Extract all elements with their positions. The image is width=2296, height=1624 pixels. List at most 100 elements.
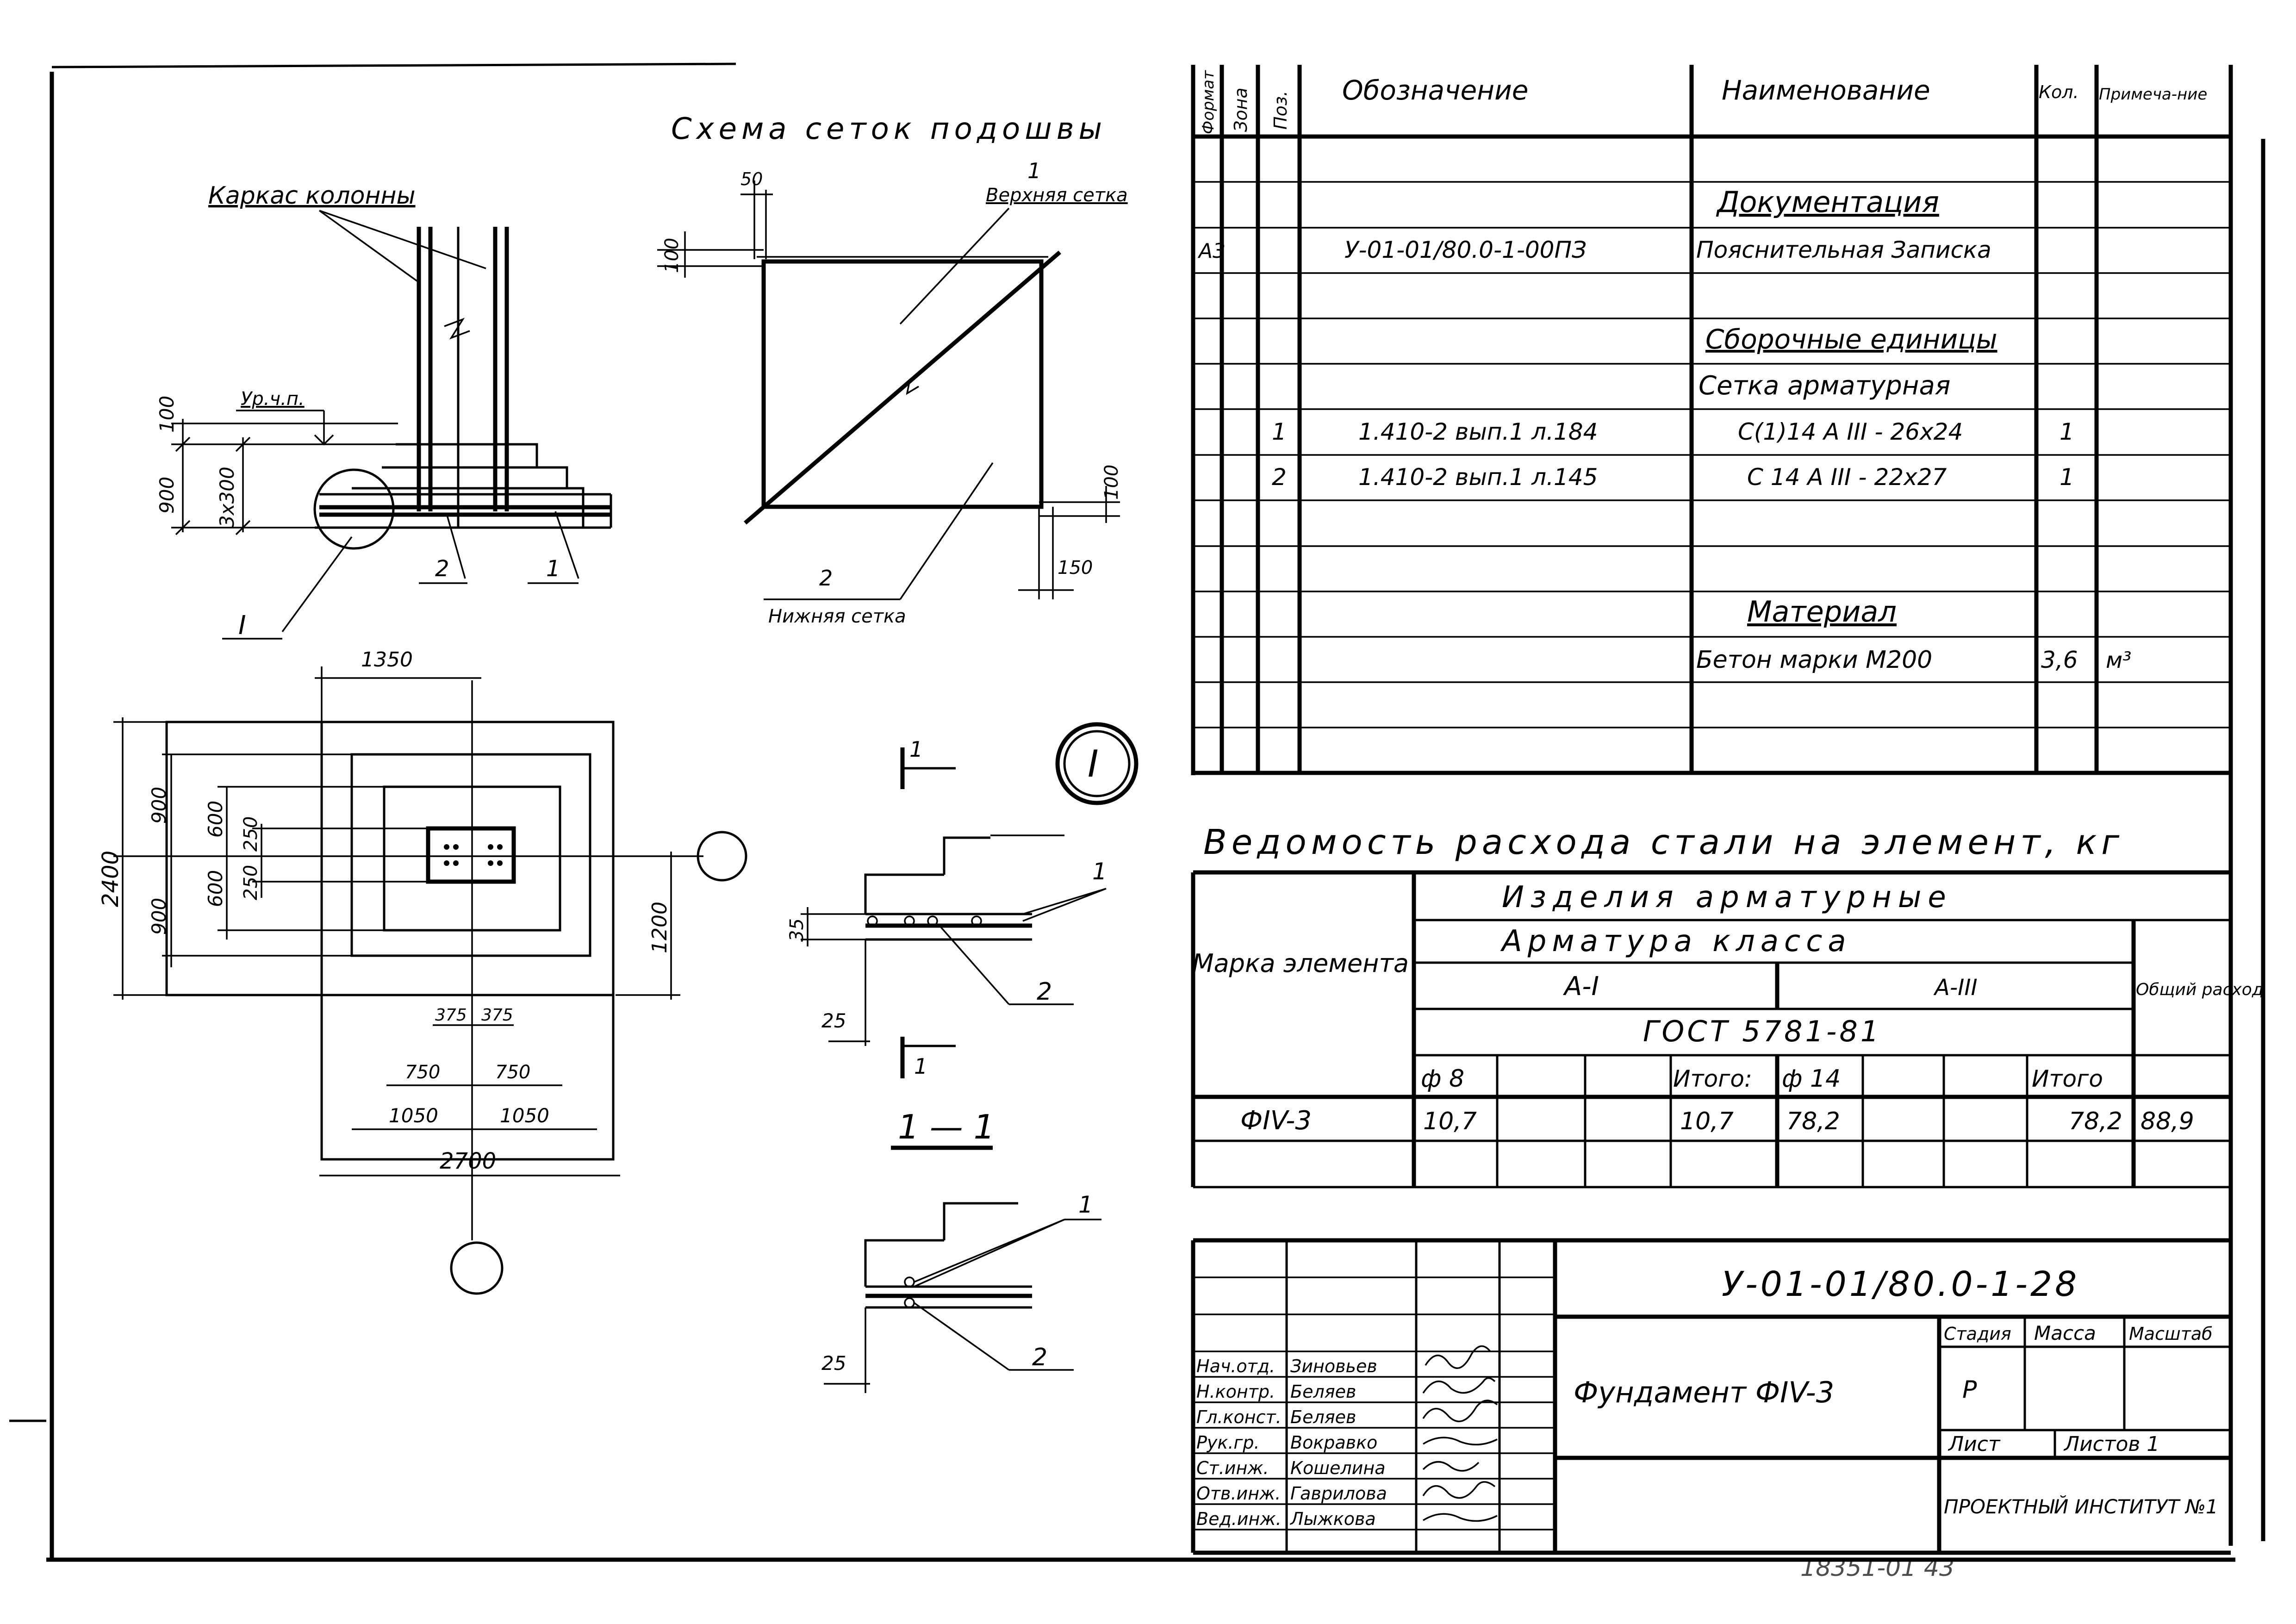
- header-name: Наименование: [1722, 75, 1930, 106]
- steel-class-a1: А-I: [1563, 971, 1599, 1002]
- mass-header: Масса: [2034, 1322, 2096, 1344]
- dim-900: 900: [156, 477, 178, 514]
- detail-pos-2-bottom: 2: [1032, 1344, 1047, 1371]
- steel-table-title: Ведомость расхода стали на элемент, кг: [1203, 822, 2124, 862]
- role-label: Вед.инж.: [1196, 1509, 1282, 1529]
- section-mark-bottom: 1: [914, 1054, 927, 1079]
- steel-row-v14: 78,2: [1786, 1108, 1840, 1135]
- spec-row-designation: 1.410-2 вып.1 л.145: [1358, 464, 1598, 491]
- role-label: Гл.конст.: [1196, 1407, 1282, 1427]
- header-zone: Зона: [1231, 87, 1251, 132]
- role-label: Отв.инж.: [1196, 1483, 1281, 1504]
- steel-gost: ГОСТ 5781-81: [1643, 1014, 1881, 1048]
- signatures: [1422, 1345, 1498, 1522]
- dim-600-bottom: 600: [204, 870, 227, 907]
- mesh-number-2: 2: [819, 566, 833, 591]
- dim-750-left: 750: [405, 1062, 440, 1083]
- person-name: Вокравко: [1290, 1432, 1377, 1453]
- steel-row-mark: ФIV-3: [1240, 1106, 1312, 1136]
- sheet-label: Лист: [1948, 1432, 2001, 1456]
- upper-mesh-label: Верхняя сетка: [986, 185, 1128, 206]
- section-title: 1 — 1: [898, 1108, 995, 1146]
- foundation-plan: 1350 2400 900 900 600 600 250 250 1200 3…: [98, 648, 747, 1295]
- title-block: У-01-01/80.0-1-28 Фундамент ФIV-3 Стадия…: [1191, 1238, 2231, 1555]
- signature-roles: Нач.отд. Зиновьев Н.контр. Беляев Гл.кон…: [1196, 1356, 1387, 1529]
- dim-50: 50: [740, 169, 763, 189]
- spec-row-designation: У-01-01/80.0-1-00ПЗ: [1344, 236, 1587, 263]
- steel-total-header: Общий расход: [2136, 980, 2264, 999]
- spec-row-name: Бетон марки М200: [1696, 646, 1932, 674]
- floor-level-label: Ур.ч.п.: [241, 388, 305, 410]
- dim-25-top: 25: [821, 1009, 846, 1032]
- dim-25-bottom: 25: [821, 1352, 846, 1375]
- upper-mesh-text: Верхняя сетка: [986, 185, 1128, 206]
- stage-header: Стадия: [1944, 1324, 2011, 1344]
- item-name: Фундамент ФIV-3: [1574, 1375, 1834, 1409]
- steel-products-header: Изделия арматурные: [1502, 880, 1953, 915]
- dim-375-right: 375: [481, 1006, 513, 1025]
- sheet-frame: [9, 62, 2265, 1562]
- role-label: Ст.инж.: [1196, 1458, 1269, 1478]
- dim-100-mesh: 100: [661, 238, 683, 273]
- spec-table: Формат Зона Поз. Обозначение Наименовани…: [1193, 65, 2231, 775]
- spec-row-pos: 1: [1272, 418, 1287, 445]
- person-name: Беляев: [1290, 1381, 1356, 1402]
- steel-class-a3: А-III: [1933, 975, 1978, 1001]
- detail-pos-1-top: 1: [1092, 858, 1107, 885]
- dim-2400: 2400: [98, 851, 124, 907]
- dim-250-top: 250: [240, 816, 261, 852]
- steel-row-v8: 10,7: [1423, 1108, 1477, 1135]
- header-qty: Кол.: [2039, 82, 2079, 102]
- header-format: Формат: [1199, 70, 1218, 134]
- header-pos: Поз.: [1270, 91, 1291, 130]
- column-frame-label: Каркас колонны: [208, 182, 416, 210]
- dim-1350: 1350: [361, 648, 413, 672]
- dim-100: 100: [156, 396, 178, 433]
- spec-row-qty: 1: [2060, 418, 2074, 445]
- node-circle-label: I: [1088, 742, 1099, 785]
- steel-subtotal2: Итого: [2032, 1065, 2103, 1092]
- spec-row-qty: 3,6: [2041, 647, 2078, 673]
- lower-mesh-text: Нижняя сетка: [768, 606, 906, 627]
- pos-label-2: 2: [435, 556, 449, 582]
- spec-row-format: А3: [1197, 239, 1226, 263]
- node-detail: I 1 1 1 2 35 25 1 — 1: [786, 722, 1139, 1393]
- header-designation: Обозначение: [1342, 75, 1528, 106]
- section-material: Материал: [1747, 595, 1897, 628]
- scale-header: Масштаб: [2129, 1324, 2213, 1344]
- dim-1200: 1200: [648, 902, 672, 953]
- detail-pos-1-bottom: 1: [1078, 1191, 1093, 1218]
- dim-3x300: 3x300: [216, 467, 238, 528]
- mesh-number-1: 1: [1027, 158, 1041, 183]
- dim-250-bottom: 250: [240, 865, 261, 900]
- scheme-title: Схема сеток подошвы: [671, 112, 1107, 146]
- dim-150: 150: [1058, 557, 1093, 579]
- spec-row-name: С(1)14 А III - 26x24: [1738, 418, 1963, 445]
- steel-row-sum2: 78,2: [2069, 1108, 2122, 1135]
- person-name: Гаврилова: [1290, 1483, 1387, 1504]
- person-name: Кошелина: [1290, 1458, 1386, 1478]
- steel-row-sum1: 10,7: [1680, 1108, 1734, 1135]
- dim-900-top: 900: [148, 787, 170, 824]
- person-name: Зиновьев: [1290, 1356, 1377, 1376]
- dim-1050-left: 1050: [389, 1104, 438, 1127]
- mesh-scheme: Схема сеток подошвы 1 Верхняя сетка 50 1…: [657, 112, 1128, 627]
- dim-2700: 2700: [440, 1148, 496, 1174]
- dim-900-bottom: 900: [148, 898, 170, 935]
- steel-subtotal1: Итого:: [1673, 1065, 1752, 1092]
- dim-375-left: 375: [435, 1006, 467, 1025]
- dim-100-right: 100: [1101, 465, 1122, 500]
- spec-row-name: С 14 А III - 22x27: [1747, 464, 1947, 491]
- person-name: Лыжкова: [1289, 1509, 1376, 1529]
- spec-row-pos: 2: [1272, 464, 1287, 491]
- doc-code: У-01-01/80.0-1-28: [1722, 1264, 2079, 1304]
- stage-value: Р: [1962, 1376, 1977, 1404]
- role-label: Нач.отд.: [1196, 1356, 1275, 1376]
- node-label: I: [238, 610, 246, 641]
- dim-750-right: 750: [495, 1062, 530, 1083]
- steel-phi14: ф 14: [1782, 1065, 1841, 1093]
- dim-600-top: 600: [204, 801, 227, 838]
- header-note: Примеча-ние: [2099, 85, 2207, 104]
- dim-1050-right: 1050: [500, 1104, 549, 1127]
